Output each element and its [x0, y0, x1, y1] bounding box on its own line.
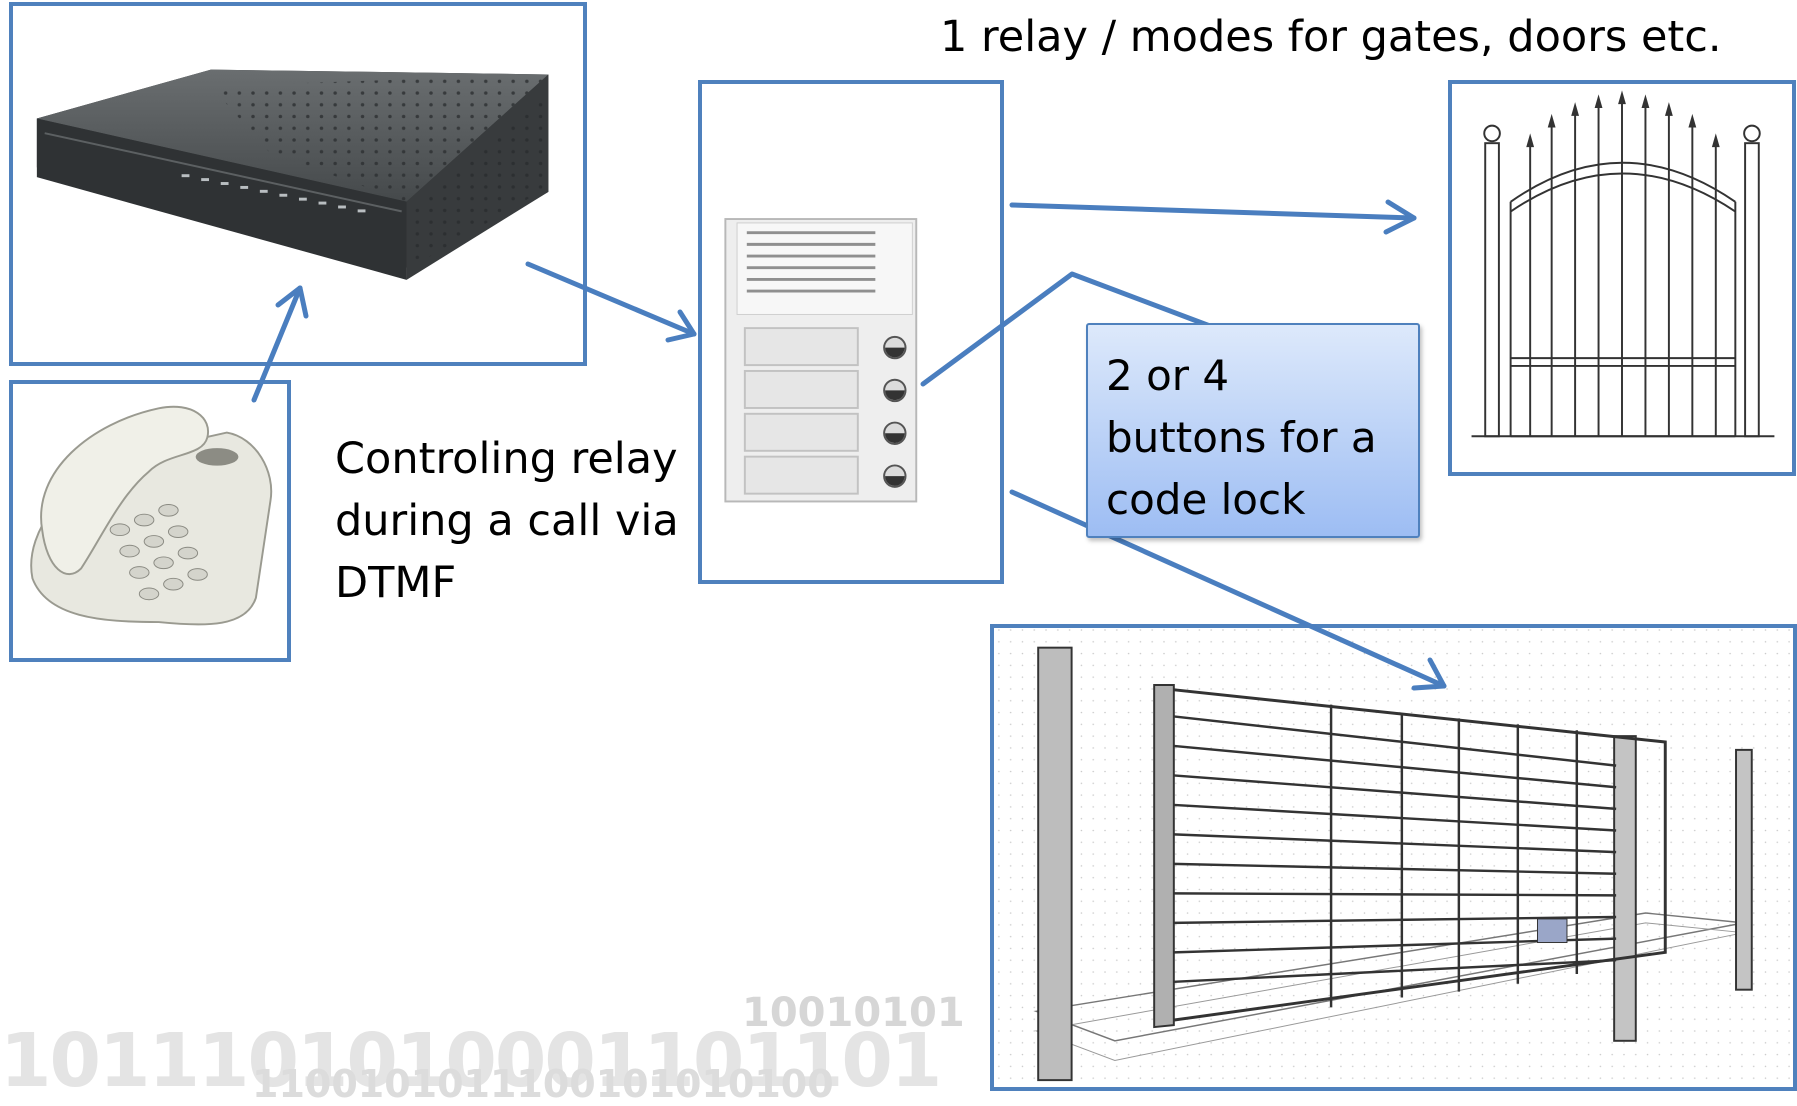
intercom-to-gate-arrowhead [1383, 199, 1417, 235]
pbx-to-intercom-arrowhead [665, 309, 697, 343]
telephone-icon [30, 405, 273, 626]
sliding-gate-icon [996, 628, 1791, 1087]
binary-watermark-row3: 1100101011100101010100 [252, 1062, 834, 1106]
dtmf-caption-line-3: DTMF [335, 558, 457, 608]
callout-line-3: code lock [1106, 475, 1306, 524]
pbx-device-image [9, 2, 587, 366]
pedestrian-gate-image [1448, 80, 1796, 476]
intercom-to-gate-arrow [1009, 202, 1417, 221]
dtmf-caption-line-2: during a call via [335, 496, 679, 546]
code-lock-callout: 2 or 4 buttons for a code lock [1086, 323, 1420, 538]
dtmf-caption: Controling relay during a call via DTMF [335, 428, 679, 614]
dtmf-caption-line-1: Controling relay [335, 434, 678, 484]
binary-watermark-row1: 10010101 [742, 990, 965, 1036]
intercom-panel-icon [724, 218, 918, 503]
door-intercom-image [698, 80, 1004, 584]
sliding-gate-image [990, 624, 1797, 1091]
heading: 1 relay / modes for gates, doors etc. [940, 12, 1722, 62]
callout-line-2: buttons for a [1106, 413, 1377, 462]
binary-watermark-row2: 1011101010001101101 [0, 1018, 942, 1104]
arched-gate-icon [1471, 90, 1775, 438]
callout-line-1: 2 or 4 [1106, 351, 1230, 400]
desk-phone-image [9, 380, 291, 662]
pbx-box-icon [36, 69, 549, 280]
